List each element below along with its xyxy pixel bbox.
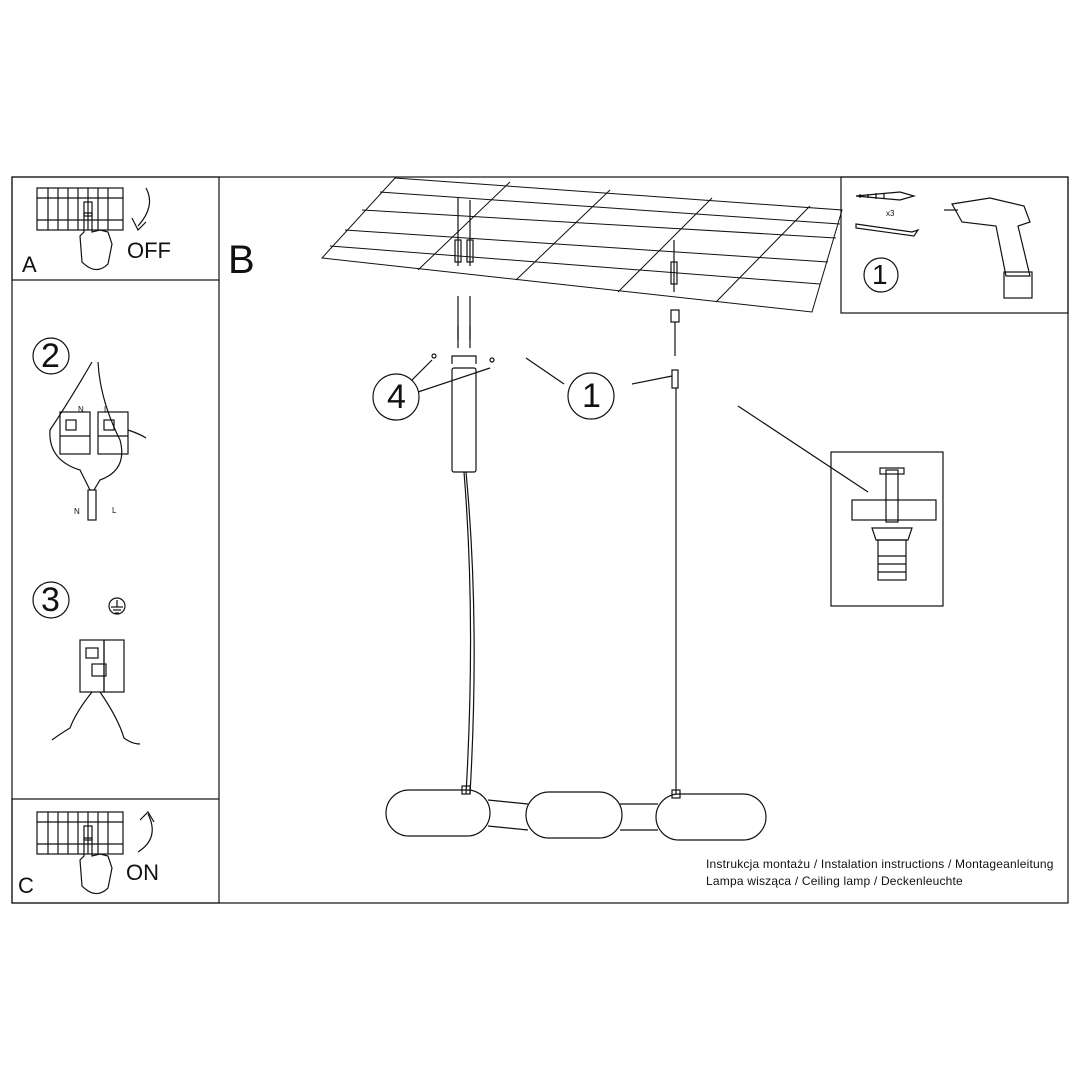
step-3-circle	[32, 581, 70, 619]
callout-4-circle	[372, 373, 420, 421]
panel-b-letter: B	[228, 238, 255, 282]
leader-1-left	[525, 357, 565, 385]
anchor-cross-section-icon	[851, 467, 937, 581]
panel-c-box	[11, 798, 220, 904]
curved-arrow-down-icon	[137, 187, 151, 227]
callout-1-circle-center	[567, 372, 615, 420]
panel-c-letter: C	[18, 873, 34, 898]
mounting-screws-left	[457, 296, 471, 348]
kit-quantity: x3	[886, 209, 895, 218]
drill-icon	[944, 197, 1033, 299]
ceiling-grid	[320, 177, 843, 313]
ceiling-screws	[454, 198, 678, 292]
leader-1-right	[631, 375, 673, 385]
suspension-cable-left	[463, 471, 472, 795]
outer-frame	[11, 176, 1069, 904]
curved-arrow-up-icon	[137, 813, 153, 853]
wire-l	[93, 361, 123, 491]
callout-4-number: 4	[387, 378, 406, 416]
ceiling-cup-right	[670, 309, 680, 323]
callout-1-circle-kit	[863, 257, 899, 293]
footer-line-2: Lampa wisząca / Ceiling lamp / Deckenleu…	[706, 874, 963, 888]
detail-box	[830, 451, 944, 607]
wall-plug-icon	[855, 191, 917, 201]
step-3-number: 3	[41, 581, 60, 619]
wire-label-n-bottom: N	[74, 507, 80, 516]
wire-label-l-top: L	[104, 405, 109, 414]
hand-icon-a	[79, 212, 113, 271]
cable-end	[87, 489, 97, 521]
kit-callout-number: 1	[872, 259, 888, 290]
canopy-cylinder	[451, 367, 477, 473]
breaker-panel-icon-c	[36, 811, 124, 855]
lamp-body	[385, 785, 767, 841]
wire-label-l-bottom: L	[112, 506, 117, 515]
ground-wire-left	[51, 691, 93, 741]
ground-symbol-icon	[108, 597, 126, 615]
wire-n	[49, 361, 93, 491]
detail-leader	[737, 405, 869, 493]
mounting-bracket	[451, 355, 477, 364]
cable-gripper	[671, 369, 679, 389]
step-2-circle	[32, 337, 70, 375]
on-label: ON	[126, 860, 159, 885]
footer-line-1: Instrukcja montażu / Instalation instruc…	[706, 857, 1054, 871]
screw-icon	[855, 223, 920, 237]
off-label: OFF	[127, 238, 171, 263]
step-2-number: 2	[41, 337, 60, 375]
panel-a-letter: A	[22, 252, 37, 277]
terminal-block-icon-3	[79, 639, 125, 693]
callout-1-number: 1	[582, 377, 601, 415]
leader-4-a	[411, 359, 433, 381]
leader-4-b	[417, 367, 491, 393]
breaker-panel-icon-a	[36, 187, 124, 231]
panel-a-box	[11, 176, 220, 281]
terminal-block-icon-2	[59, 411, 129, 455]
wire-label-n-top: N	[78, 405, 84, 414]
ground-wire-right	[99, 691, 141, 745]
kit-box	[840, 176, 1069, 314]
hand-icon-c	[79, 837, 113, 895]
